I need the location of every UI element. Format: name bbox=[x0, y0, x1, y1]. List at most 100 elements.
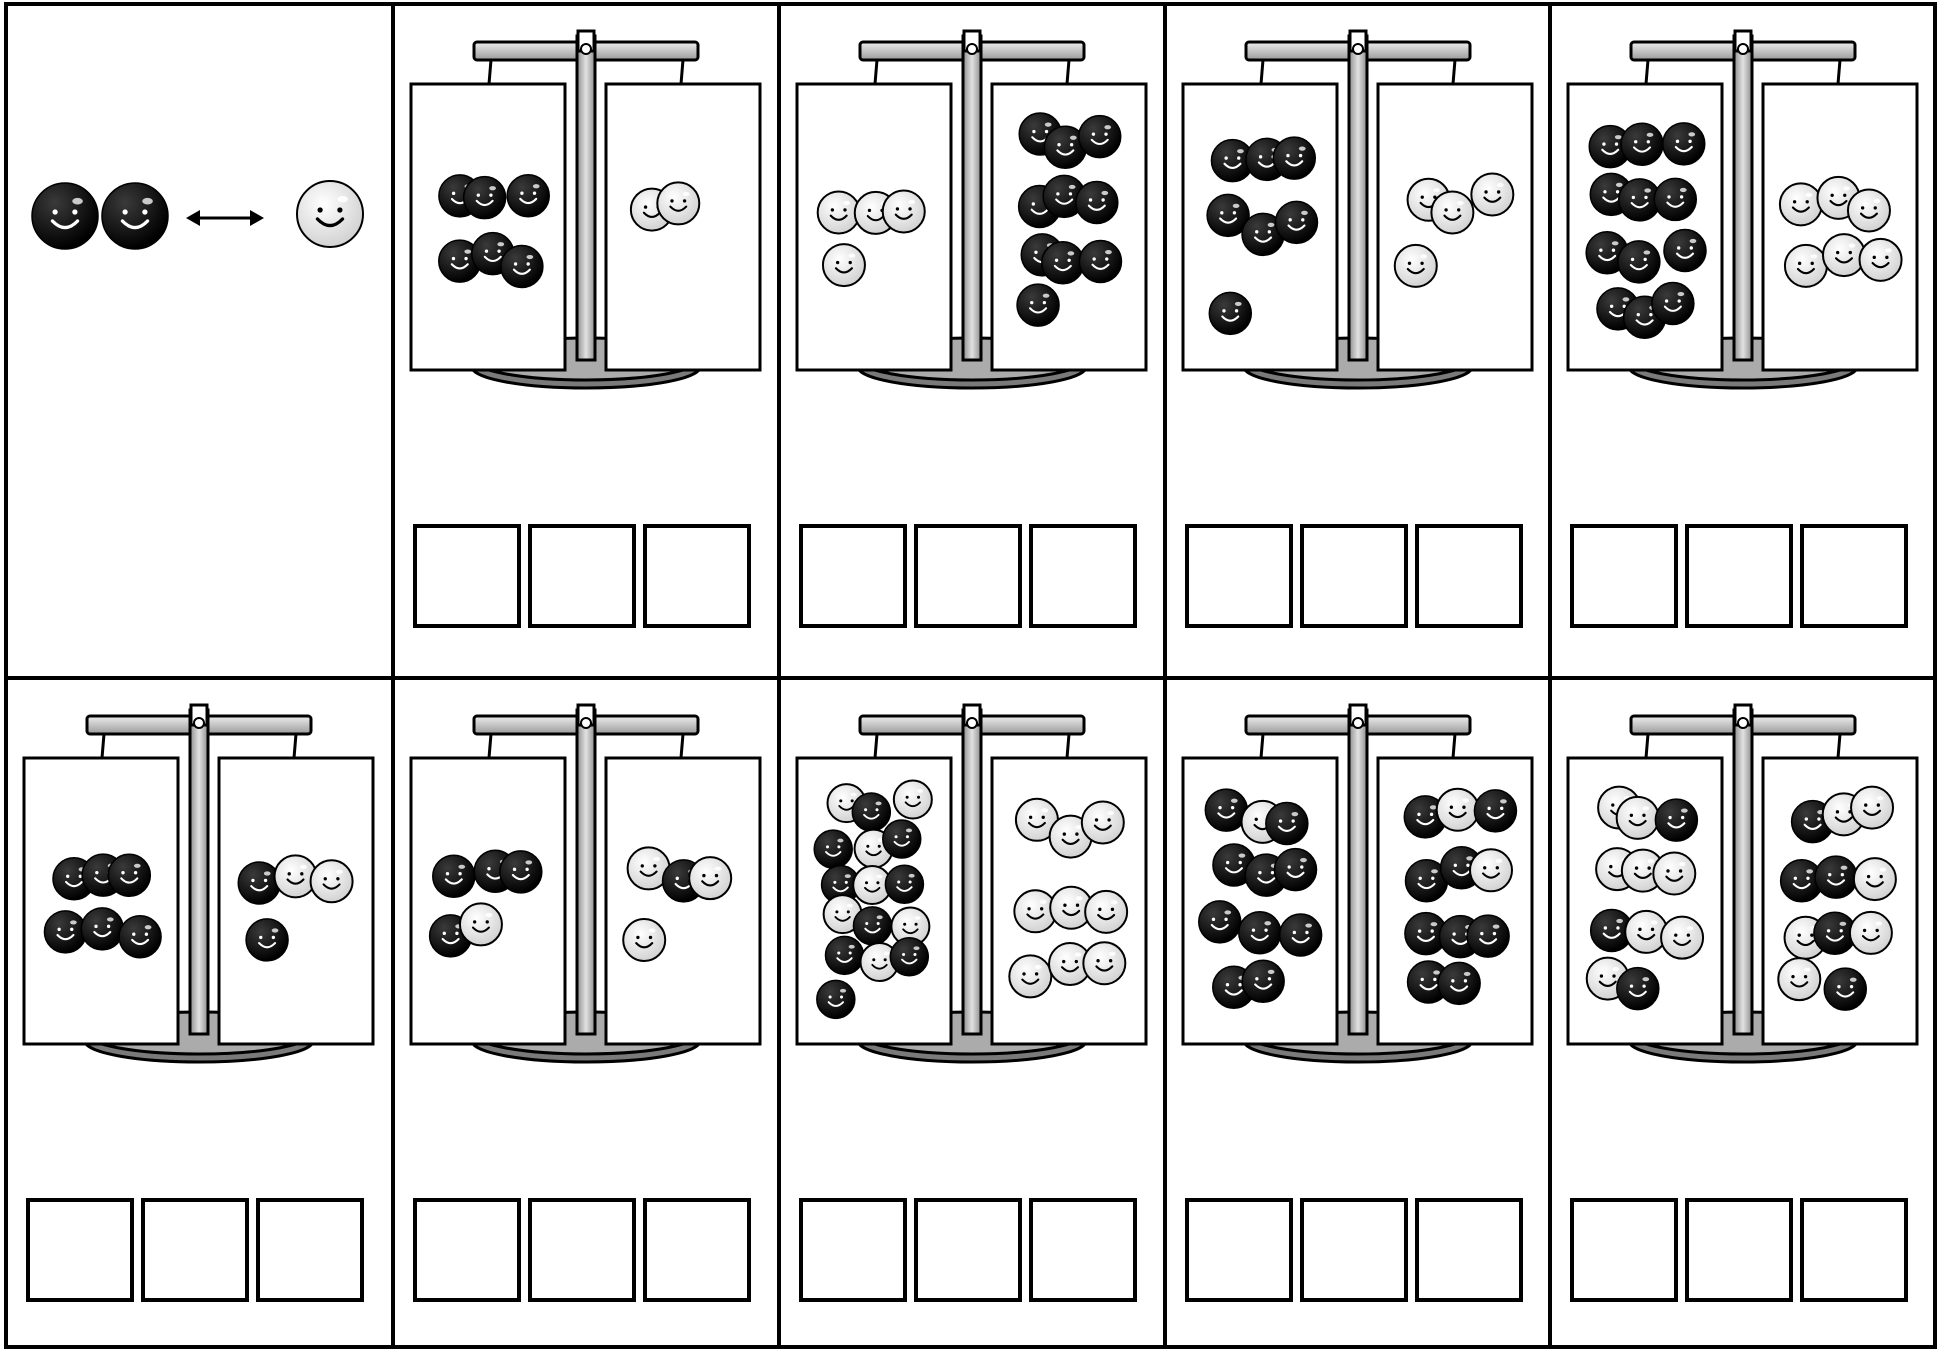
dark-ball-icon bbox=[32, 183, 98, 249]
light-ball-icon bbox=[894, 781, 932, 819]
dark-ball-icon bbox=[81, 908, 123, 950]
answer-box[interactable] bbox=[1031, 526, 1135, 626]
answer-box[interactable] bbox=[801, 526, 905, 626]
dark-ball-icon bbox=[238, 862, 280, 904]
answer-box[interactable] bbox=[1417, 526, 1521, 626]
right-pan bbox=[992, 758, 1146, 1044]
light-ball-icon bbox=[1823, 234, 1865, 276]
light-ball-icon bbox=[1854, 858, 1896, 900]
puzzle-cell bbox=[1183, 705, 1532, 1300]
answer-box[interactable] bbox=[1187, 526, 1291, 626]
light-ball-icon bbox=[657, 182, 699, 224]
answer-box[interactable] bbox=[1687, 1200, 1791, 1300]
dark-ball-icon bbox=[1280, 914, 1322, 956]
answer-box[interactable] bbox=[645, 1200, 749, 1300]
dark-ball-icon bbox=[1655, 799, 1697, 841]
left-pan bbox=[24, 758, 178, 1044]
answer-box[interactable] bbox=[1572, 1200, 1676, 1300]
light-ball-icon bbox=[1778, 958, 1820, 1000]
light-ball-icon bbox=[1009, 955, 1051, 997]
answer-box[interactable] bbox=[1031, 1200, 1135, 1300]
balance-scale bbox=[1568, 31, 1917, 388]
light-ball-icon bbox=[1780, 183, 1822, 225]
dark-ball-icon bbox=[825, 936, 863, 974]
light-ball-icon bbox=[311, 860, 353, 902]
dark-ball-icon bbox=[1618, 241, 1660, 283]
dark-ball-icon bbox=[1664, 229, 1706, 271]
light-ball-icon bbox=[1470, 849, 1512, 891]
answer-boxes bbox=[801, 1200, 1135, 1300]
answer-box[interactable] bbox=[916, 1200, 1020, 1300]
dark-ball-icon bbox=[1652, 283, 1694, 325]
answer-box[interactable] bbox=[415, 526, 519, 626]
dark-ball-icon bbox=[1654, 178, 1696, 220]
light-ball-icon bbox=[823, 244, 865, 286]
light-ball-icon bbox=[883, 190, 925, 232]
puzzle-cell bbox=[1568, 31, 1917, 626]
light-ball-icon bbox=[1431, 191, 1473, 233]
answer-box[interactable] bbox=[530, 526, 634, 626]
puzzle-cell bbox=[797, 705, 1146, 1300]
answer-boxes bbox=[1572, 526, 1906, 626]
light-ball-icon bbox=[1653, 853, 1695, 895]
balance-scale bbox=[411, 31, 760, 388]
answer-box[interactable] bbox=[916, 526, 1020, 626]
left-pan bbox=[411, 84, 565, 370]
dark-ball-icon bbox=[1079, 241, 1121, 283]
puzzle-cell bbox=[24, 705, 373, 1300]
light-ball-icon bbox=[1395, 245, 1437, 287]
answer-box[interactable] bbox=[1802, 1200, 1906, 1300]
answer-box[interactable] bbox=[645, 526, 749, 626]
light-ball-icon bbox=[623, 919, 665, 961]
answer-box[interactable] bbox=[1302, 526, 1406, 626]
answer-box[interactable] bbox=[1417, 1200, 1521, 1300]
right-pan bbox=[606, 84, 760, 370]
answer-box[interactable] bbox=[415, 1200, 519, 1300]
answer-box[interactable] bbox=[143, 1200, 247, 1300]
dark-ball-icon bbox=[246, 919, 288, 961]
dark-ball-icon bbox=[1274, 849, 1316, 891]
dark-ball-icon bbox=[501, 245, 543, 287]
dark-ball-icon bbox=[1824, 968, 1866, 1010]
puzzle-cell bbox=[797, 31, 1146, 626]
answer-box[interactable] bbox=[258, 1200, 362, 1300]
balance-scale bbox=[797, 31, 1146, 388]
puzzle-cell bbox=[411, 705, 760, 1300]
dark-ball-icon bbox=[1621, 123, 1663, 165]
dark-ball-icon bbox=[1467, 915, 1509, 957]
light-ball-icon bbox=[1860, 239, 1902, 281]
right-pan bbox=[1378, 758, 1532, 1044]
balance-scale bbox=[24, 705, 373, 1062]
left-pan bbox=[1183, 758, 1337, 1044]
light-ball-icon bbox=[1085, 891, 1127, 933]
light-ball-icon bbox=[689, 857, 731, 899]
dark-ball-icon bbox=[814, 830, 852, 868]
left-pan bbox=[1183, 84, 1337, 370]
answer-box[interactable] bbox=[1302, 1200, 1406, 1300]
light-ball-icon bbox=[1850, 912, 1892, 954]
answer-box[interactable] bbox=[1572, 526, 1676, 626]
light-ball-icon bbox=[460, 903, 502, 945]
dark-ball-icon bbox=[883, 820, 921, 858]
dark-ball-icon bbox=[464, 177, 506, 219]
dark-ball-icon bbox=[102, 183, 168, 249]
answer-box[interactable] bbox=[530, 1200, 634, 1300]
dark-ball-icon bbox=[433, 855, 475, 897]
dark-ball-icon bbox=[1815, 856, 1857, 898]
light-ball-icon bbox=[1785, 245, 1827, 287]
dark-ball-icon bbox=[1474, 790, 1516, 832]
answer-box[interactable] bbox=[28, 1200, 132, 1300]
answer-box[interactable] bbox=[801, 1200, 905, 1300]
answer-boxes bbox=[1572, 1200, 1906, 1300]
light-ball-icon bbox=[1471, 173, 1513, 215]
dark-ball-icon bbox=[890, 938, 928, 976]
answer-box[interactable] bbox=[1802, 526, 1906, 626]
puzzle-cell bbox=[1568, 705, 1917, 1300]
light-ball-icon bbox=[1082, 801, 1124, 843]
answer-box[interactable] bbox=[1187, 1200, 1291, 1300]
answer-box[interactable] bbox=[1687, 526, 1791, 626]
dark-ball-icon bbox=[1076, 181, 1118, 223]
light-ball-icon bbox=[1437, 789, 1479, 831]
puzzle-cell bbox=[411, 31, 760, 626]
